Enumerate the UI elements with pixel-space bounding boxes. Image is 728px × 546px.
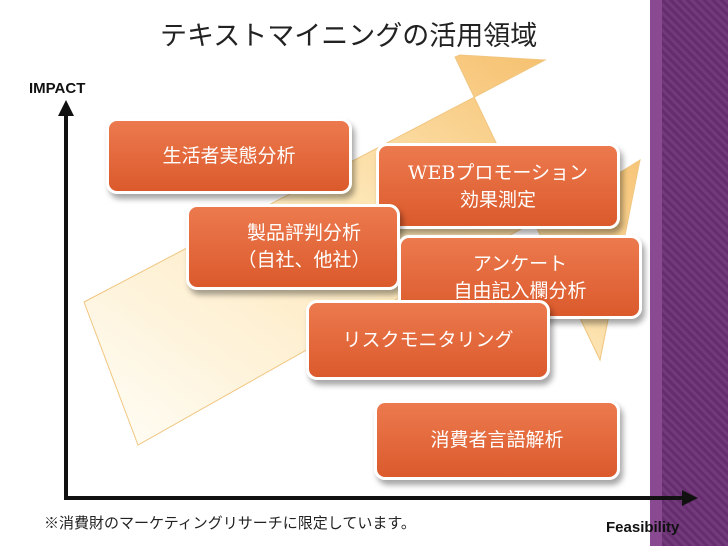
x-axis-label: Feasibility [606,519,680,536]
box-consumer-behavior-analysis: 生活者実態分析 [106,118,352,194]
box-label: リスクモニタリング [342,329,514,351]
box-web-promotion: WEBプロモーション 効果測定 [376,143,620,229]
box-label: （自社、他社） [237,249,371,271]
box-label: 効果測定 [459,189,536,211]
slide-title: テキストマイニングの活用領域 [160,21,538,52]
box-consumer-language-analysis: 消費者言語解析 [374,400,620,480]
box-product-reputation: 製品評判分析 （自社、他社） [186,204,400,290]
y-axis-label: IMPACT [29,80,86,97]
footnote: ※消費財のマーケティングリサーチに限定しています。 [44,514,416,532]
decorative-right-band [650,0,728,546]
box-label: 消費者言語解析 [430,429,564,451]
box-label: 生活者実態分析 [162,145,296,167]
box-label: アンケート [472,253,568,275]
box-label: 自由記入欄分析 [453,280,587,302]
box-label: WEBプロモーション [408,162,588,184]
decorative-right-band-edge [650,0,662,546]
box-risk-monitoring: リスクモニタリング [306,300,550,380]
box-label: 製品評判分析 [246,222,361,244]
